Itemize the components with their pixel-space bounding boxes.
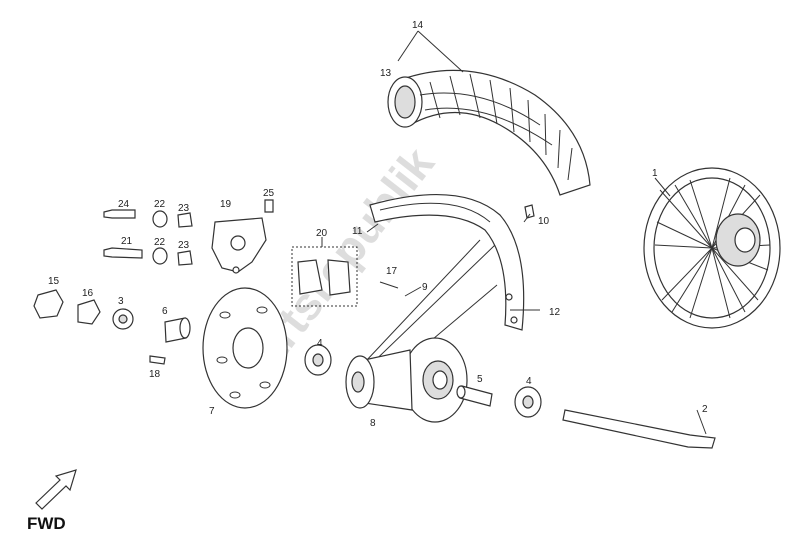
nut-23-lower[interactable] [177,250,193,266]
disc-screw[interactable] [149,355,166,365]
forward-arrow-icon [35,469,77,510]
callout-20: 20 [316,228,328,239]
callout-5: 5 [477,374,483,385]
callout-6: 6 [162,306,168,317]
hub[interactable] [345,337,468,423]
callout-12: 12 [549,307,561,318]
spacer-tube[interactable] [456,385,493,407]
wheel-assembly[interactable] [643,167,781,329]
callout-9: 9 [422,282,428,293]
callout-7: 7 [209,406,215,417]
callout-8: 8 [370,418,376,429]
bolt-24[interactable] [103,209,136,219]
callout-14: 14 [412,20,424,31]
callout-25: 25 [263,188,275,199]
callout-10: 10 [538,216,550,227]
callout-16: 16 [82,288,94,299]
callout-22a: 22 [154,199,166,210]
brake-disc[interactable] [202,287,288,409]
washer-22-upper[interactable] [152,210,168,228]
mudguard[interactable] [369,193,525,331]
callout-24: 24 [118,199,130,210]
washer-hole [118,314,128,324]
bearing-right-bore [522,395,534,409]
callout-2: 2 [702,404,708,415]
callout-4a: 4 [317,338,323,349]
callout-1: 1 [652,168,658,179]
fastener-10[interactable] [524,204,535,219]
pad-pin[interactable] [379,281,399,289]
bleeder-screw[interactable] [264,199,274,213]
brake-caliper[interactable] [211,217,267,274]
bolt-21[interactable] [103,247,143,259]
bush[interactable] [164,317,191,343]
direction-label: FWD [27,514,66,533]
callout-15: 15 [48,276,60,287]
bearing-left-bore [312,353,324,367]
axle[interactable] [562,409,716,449]
callout-13: 13 [380,68,392,79]
nut-23-upper[interactable] [177,212,193,228]
brake-pads[interactable] [291,246,358,307]
cap-nut[interactable] [33,289,64,319]
callout-17: 17 [386,266,398,277]
callout-3: 3 [118,296,124,307]
callout-labels: 1 2 3 4 4 5 6 7 8 9 10 11 12 13 14 15 16… [48,20,708,429]
callout-19: 19 [220,199,232,210]
callout-4b: 4 [526,376,532,387]
callout-21: 21 [121,236,133,247]
callout-22b: 22 [154,237,166,248]
washer-22-lower[interactable] [152,247,168,265]
leader-lines [321,30,707,435]
callout-18: 18 [149,369,161,380]
callout-23b: 23 [178,240,190,251]
callout-23a: 23 [178,203,190,214]
self-locking-nut[interactable] [77,299,101,325]
tyre[interactable] [387,69,591,196]
callout-11: 11 [352,226,363,237]
